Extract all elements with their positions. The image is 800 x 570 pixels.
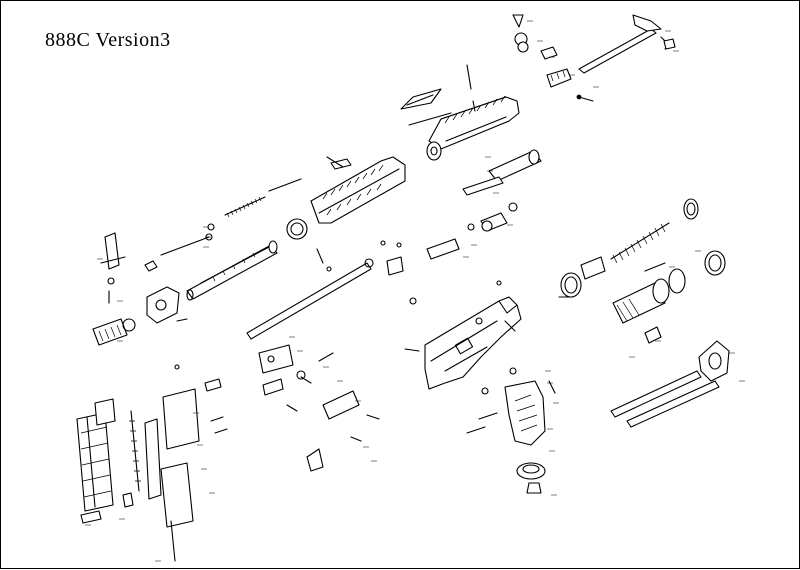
small-pins <box>174 64 666 442</box>
end-plate <box>644 326 730 382</box>
trigger-group <box>204 344 360 472</box>
charging-handle <box>578 14 676 74</box>
rear-sight-parts <box>512 14 594 102</box>
part-number-marks <box>85 20 745 562</box>
dust-cover <box>400 88 452 126</box>
grip-base <box>516 462 546 494</box>
buffer-tube <box>560 250 726 324</box>
front-sight-block <box>100 232 180 324</box>
diagram-title: 888C Version3 <box>45 29 171 51</box>
pistol-grip <box>504 380 546 446</box>
lower-receiver <box>424 296 522 390</box>
upper-receiver <box>426 95 520 161</box>
long-rods <box>246 258 720 428</box>
springs-top-left <box>207 178 302 231</box>
handguard-rail <box>286 156 406 240</box>
flash-hider <box>92 318 136 346</box>
bolt-carrier <box>426 149 542 260</box>
magazine-spring-parts <box>80 388 200 562</box>
buffer-spring <box>610 198 699 264</box>
magazine-body <box>76 398 116 512</box>
